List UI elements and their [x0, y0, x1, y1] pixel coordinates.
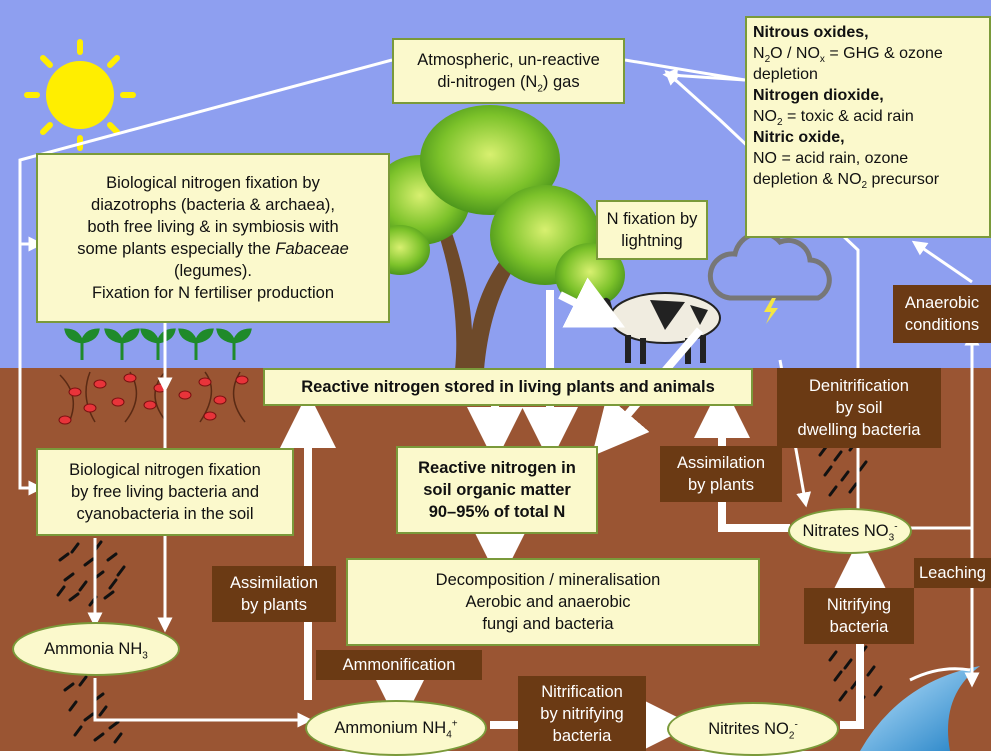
nitrifying-bacteria-label: Nitrifying bacteria: [804, 588, 914, 644]
assimilation-right-label: Assimilation by plants: [660, 446, 782, 502]
ammonification-label: Ammonification: [316, 650, 482, 680]
atmosphere-line1: Atmospheric, un-reactive: [417, 49, 600, 71]
leaching-label: Leaching: [914, 558, 991, 588]
ammonia-oval: Ammonia NH3: [12, 622, 180, 676]
decomposition-box: Decomposition / mineralisation Aerobic a…: [346, 558, 760, 646]
nitrates-oval: Nitrates NO3-: [788, 508, 912, 554]
nitrites-oval: Nitrites NO2-: [667, 702, 839, 756]
bio-fixation-box: Biological nitrogen fixation by diazotro…: [36, 153, 390, 323]
nitrification-label: Nitrification by nitrifying bacteria: [518, 676, 646, 751]
nitrous-oxides-box: Nitrous oxides, N2O / NOx = GHG & ozone …: [745, 16, 991, 238]
atmosphere-box: Atmospheric, un-reactive di-nitrogen (N2…: [392, 38, 625, 104]
anaerobic-label: Anaerobic conditions: [893, 285, 991, 343]
soil-organic-box: Reactive nitrogen in soil organic matter…: [396, 446, 598, 534]
denitrification-label: Denitrification by soil dwelling bacteri…: [777, 368, 941, 448]
soil-fixation-box: Biological nitrogen fixation by free liv…: [36, 448, 294, 536]
reactive-living-box: Reactive nitrogen stored in living plant…: [263, 368, 753, 406]
ammonium-oval: Ammonium NH4+: [305, 700, 487, 756]
atmosphere-line2: di-nitrogen (N: [437, 73, 537, 91]
lightning-box: N fixation by lightning: [596, 200, 708, 260]
assimilation-left-label: Assimilation by plants: [212, 566, 336, 622]
